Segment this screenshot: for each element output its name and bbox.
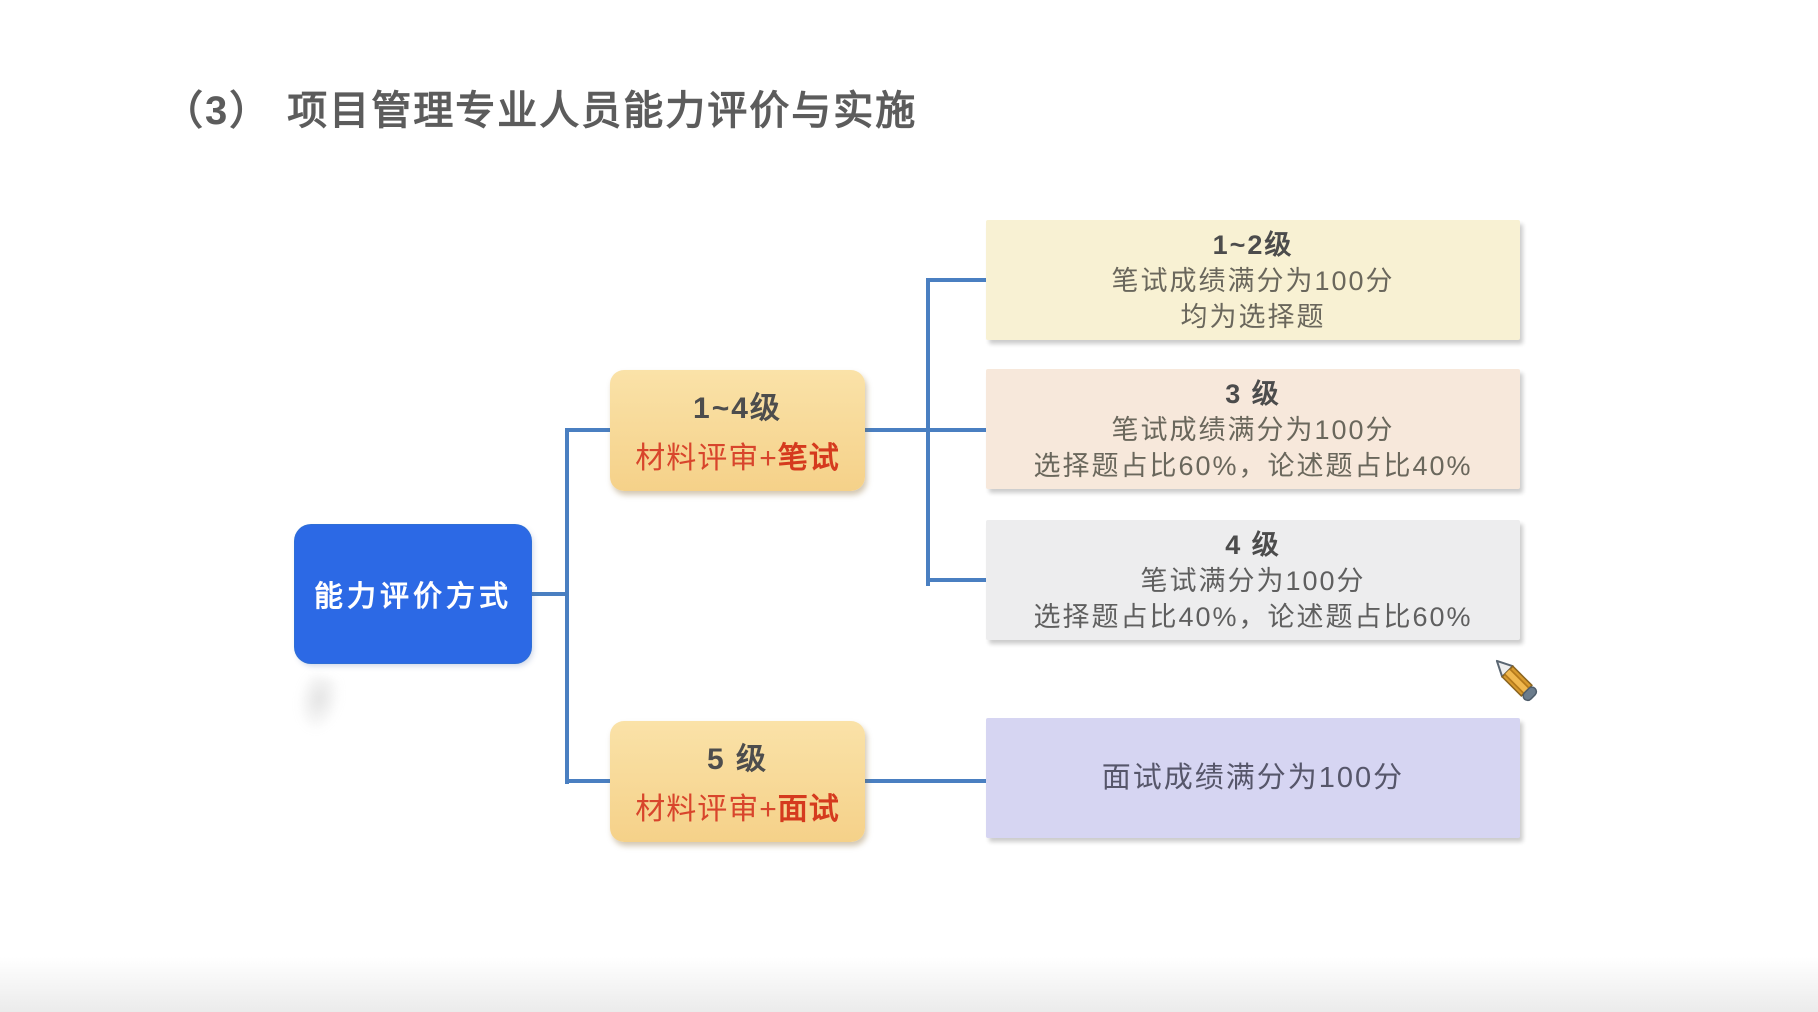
branch-method-label: 材料评审+面试 — [610, 784, 865, 828]
connector-to-leaf-5 — [864, 779, 988, 783]
connector-to-branch-5 — [565, 779, 612, 783]
node-branch-level-5: 5 级 材料评审+面试 — [610, 721, 865, 842]
branch-method-label: 材料评审+笔试 — [610, 433, 865, 477]
leaf-heading: 4 级 — [1225, 530, 1281, 560]
leaf-line: 笔试成绩满分为100分 — [1111, 415, 1395, 445]
node-leaf-level-4: 4 级 笔试满分为100分 选择题占比40%，论述题占比60% — [986, 520, 1520, 640]
pencil-cursor-icon — [1495, 659, 1538, 702]
node-leaf-level-5: 面试成绩满分为100分 — [986, 718, 1520, 838]
branch-level-label: 5 级 — [706, 743, 769, 776]
method-emphasis: 笔试 — [777, 442, 840, 475]
leaf-line: 选择题占比60%，论述题占比40% — [1033, 451, 1473, 481]
node-evaluation-method-root: 能力评价方式 — [295, 525, 531, 663]
connector-right-vertical — [926, 278, 930, 586]
title-index: （3） — [163, 89, 272, 133]
title-text: 项目管理专业人员能力评价与实施 — [287, 89, 918, 133]
page-title: （3） 项目管理专业人员能力评价与实施 — [163, 78, 917, 136]
leaf-line: 均为选择题 — [1180, 302, 1326, 332]
connector-to-leaf-4 — [926, 578, 988, 582]
method-prefix: 材料评审+ — [635, 442, 778, 475]
method-emphasis: 面试 — [777, 793, 840, 826]
connector-to-leaf-1-2 — [926, 278, 988, 282]
leaf-line: 选择题占比40%，论述题占比60% — [1033, 602, 1473, 632]
leaf-heading: 3 级 — [1225, 379, 1281, 409]
connector-branch1-stub — [864, 428, 928, 432]
bottom-gradient — [0, 957, 1818, 1012]
leaf-line: 笔试成绩满分为100分 — [1111, 266, 1395, 296]
connector-to-leaf-3 — [926, 428, 988, 432]
connector-to-branch-1-4 — [565, 428, 612, 432]
leaf-line: 面试成绩满分为100分 — [1101, 762, 1405, 794]
connector-root-stub — [529, 592, 567, 596]
leaf-heading: 1~2级 — [1212, 230, 1294, 260]
leaf-line: 笔试满分为100分 — [1140, 566, 1366, 596]
node-leaf-level-3: 3 级 笔试成绩满分为100分 选择题占比60%，论述题占比40% — [986, 369, 1520, 489]
connector-left-vertical — [565, 428, 569, 784]
node-leaf-level-1-2: 1~2级 笔试成绩满分为100分 均为选择题 — [986, 220, 1520, 340]
branch-level-label: 1~4级 — [693, 392, 782, 425]
shadow-artifact — [291, 672, 345, 736]
node-branch-level-1-4: 1~4级 材料评审+笔试 — [610, 370, 865, 491]
method-prefix: 材料评审+ — [635, 793, 778, 826]
